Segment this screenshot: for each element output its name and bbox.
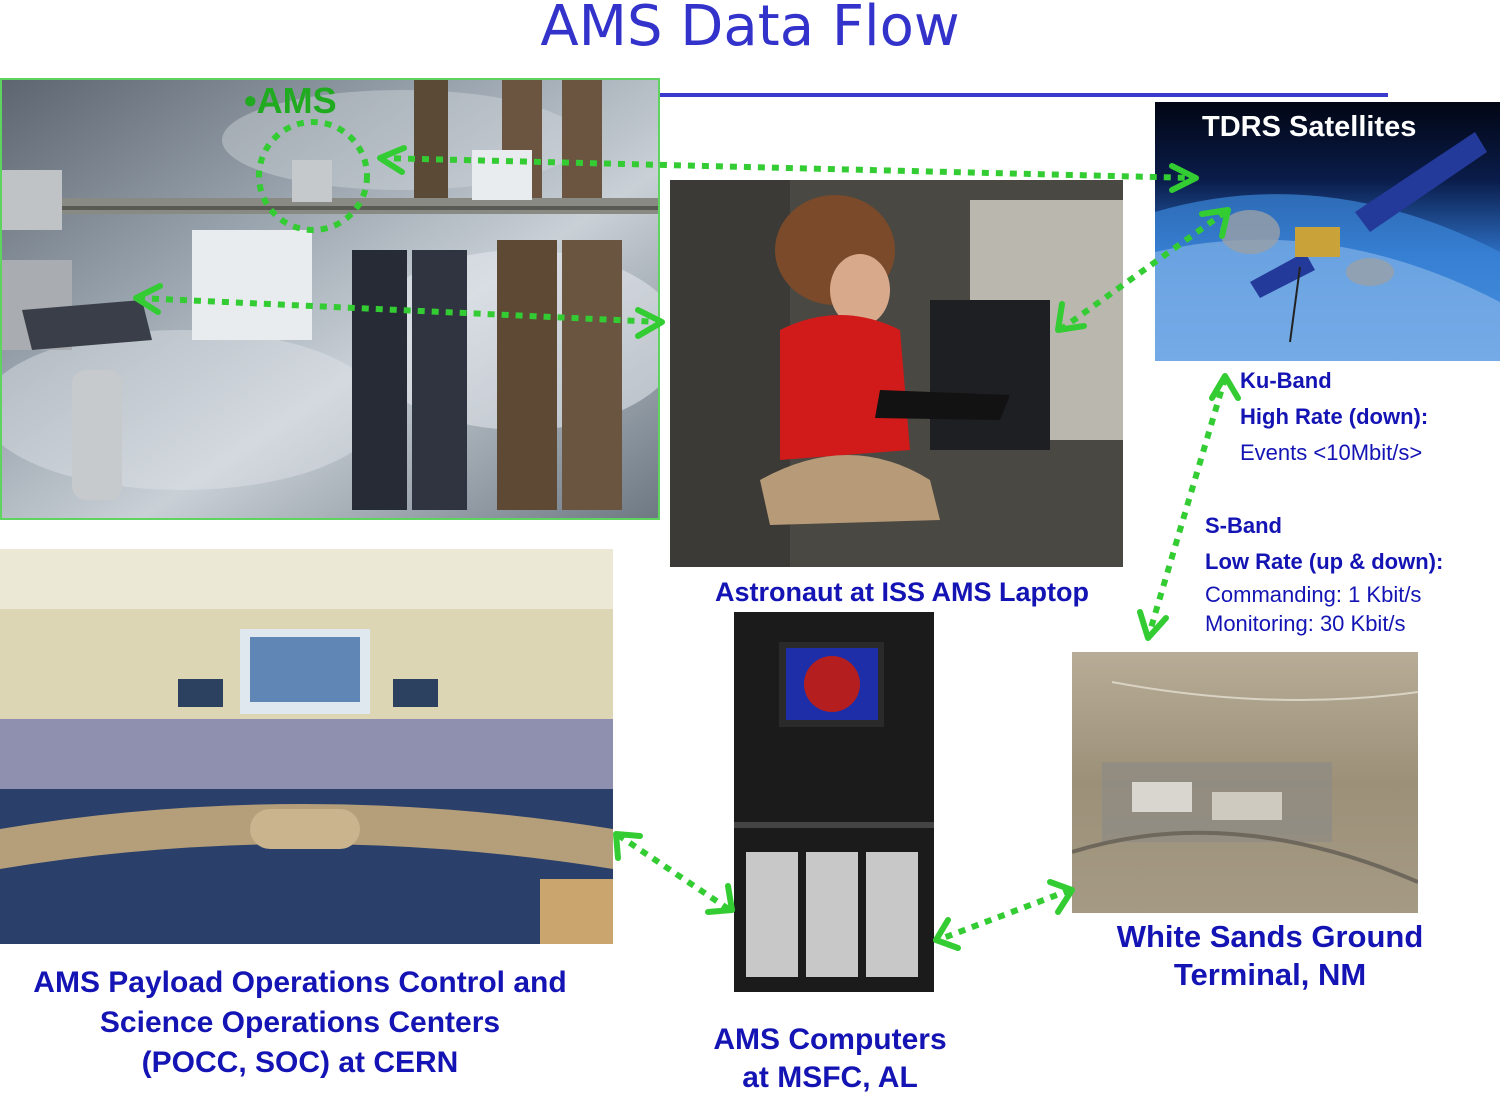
ku-band-info: Ku-Band High Rate (down): Events <10Mbit… (1240, 363, 1428, 471)
arrow-msfc-cern (616, 832, 732, 913)
page-title: AMS Data Flow (540, 0, 960, 59)
ku-band-rate: High Rate (down): (1240, 404, 1429, 429)
astronaut-photo (670, 180, 1123, 567)
s-band-detail-commanding: Commanding: 1 Kbit/s (1205, 582, 1422, 607)
white-sands-image (1072, 652, 1418, 913)
ku-band-detail: Events <10Mbit/s> (1240, 440, 1423, 465)
white-sands-caption-line1: White Sands Ground (1116, 919, 1424, 954)
title-divider (660, 93, 1388, 97)
cern-control-room-photo (0, 549, 613, 944)
msfc-caption-line2: at MSFC, AL (742, 1061, 918, 1094)
white-sands-caption: White Sands Ground Terminal, NM (1090, 918, 1450, 994)
astronaut-caption: Astronaut at ISS AMS Laptop (714, 577, 1089, 607)
iss-photo (0, 78, 660, 520)
msfc-caption-line1: AMS Computers (713, 1023, 947, 1056)
tdrs-label: TDRS Satellites (1202, 111, 1417, 143)
cern-caption-line3: (POCC, SOC) at CERN (141, 1046, 459, 1079)
arrow-ams-tdrs (379, 155, 1196, 181)
s-band-detail-monitoring: Monitoring: 30 Kbit/s (1205, 611, 1406, 636)
ams-label: •AMS (244, 80, 337, 121)
arrow-whitesands-msfc (936, 887, 1072, 943)
cern-caption: AMS Payload Operations Control and Scien… (0, 963, 600, 1083)
msfc-computers-photo (734, 612, 934, 1018)
msfc-computers-image (734, 612, 934, 1018)
arrow-tdrs-whitesands (1145, 377, 1228, 639)
ams-highlight-circle (256, 119, 370, 233)
white-sands-photo (1072, 652, 1418, 913)
astronaut-image (670, 180, 1123, 567)
s-band-rate: Low Rate (up & down): (1205, 549, 1444, 574)
s-band-name: S-Band (1205, 513, 1282, 538)
ku-band-name: Ku-Band (1240, 368, 1332, 393)
cern-caption-line1: AMS Payload Operations Control and (33, 966, 567, 999)
cern-caption-line2: Science Operations Centers (99, 1006, 501, 1039)
tdrs-photo (1155, 102, 1500, 361)
white-sands-caption-line2: Terminal, NM (1173, 957, 1367, 992)
cern-control-room-image (0, 549, 613, 944)
arrow-laptop-tdrs (1058, 207, 1230, 333)
iss-image (2, 80, 658, 518)
arrow-iss-laptop (137, 295, 661, 325)
msfc-caption: AMS Computers at MSFC, AL (680, 1021, 980, 1097)
s-band-info: S-Band Low Rate (up & down): Commanding:… (1205, 508, 1443, 638)
tdrs-image (1155, 102, 1500, 361)
